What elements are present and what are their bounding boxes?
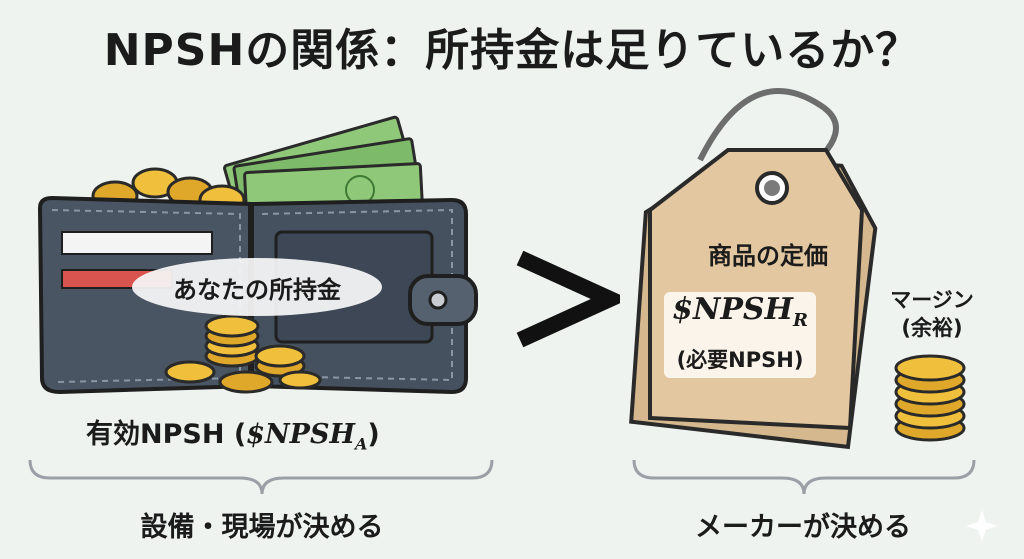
right-brace bbox=[632, 459, 976, 495]
margin-coins-icon bbox=[894, 354, 966, 442]
page-title: NPSHの関係：所持金は足りているか？ bbox=[103, 25, 921, 76]
margin-label: マージン (余裕) bbox=[890, 288, 974, 340]
sparkle-icon bbox=[966, 510, 998, 542]
footer-right: メーカーが決める bbox=[695, 512, 911, 543]
footer-left: 設備・現場が決める bbox=[140, 512, 384, 543]
npsh-r-formula: $NPSHR bbox=[672, 292, 808, 331]
coin-stack-icon bbox=[164, 314, 322, 394]
left-brace bbox=[28, 459, 494, 495]
greater-than-icon bbox=[516, 250, 620, 348]
price-tag-title: 商品の定価 bbox=[708, 242, 828, 270]
price-tag-label-box bbox=[664, 292, 816, 378]
price-tag-subtitle: (必要NPSH) bbox=[676, 348, 804, 372]
wallet-caption: 有効NPSH ($NPSHA) bbox=[86, 419, 380, 454]
wallet-label: あなたの所持金 bbox=[132, 258, 382, 316]
